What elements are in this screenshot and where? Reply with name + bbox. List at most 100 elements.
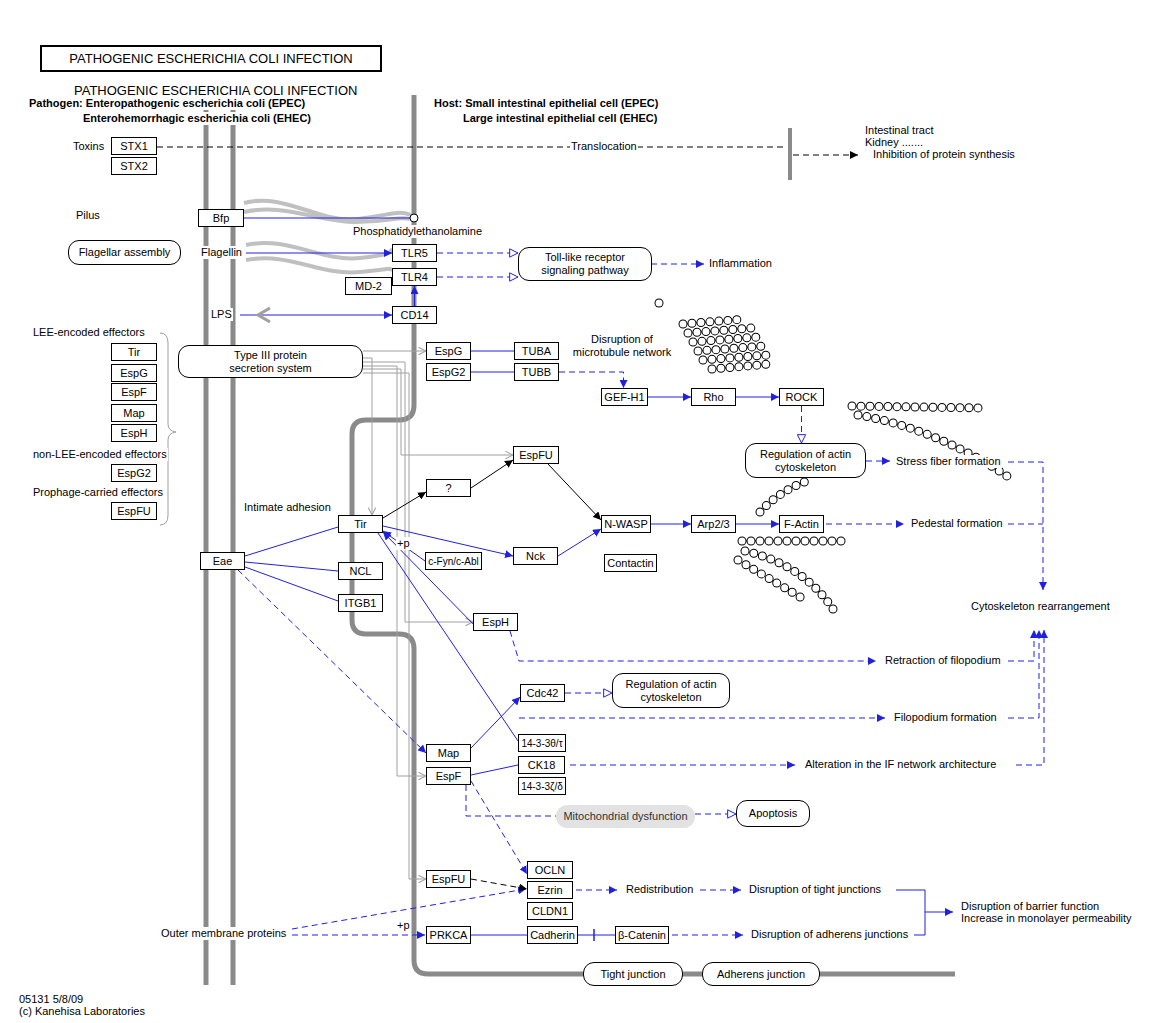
box-label: Tir [128, 346, 140, 359]
pathway-box: Tight junction [583, 962, 683, 986]
connector [801, 406, 802, 443]
box-label: EspH [121, 427, 148, 440]
gene-box: TUBA [514, 342, 559, 360]
box-label: TUBB [522, 366, 551, 379]
connector [565, 693, 612, 694]
box-label: Type III protein secretion system [221, 349, 321, 375]
annotation-label: Host: Small intestinal epithelial cell (… [433, 97, 659, 110]
gene-box: Rho [691, 388, 736, 406]
gene-box: TUBB [514, 363, 559, 381]
gene-box: NCL [338, 562, 383, 580]
gene-box: EspFU [426, 870, 471, 888]
translocation-arrow [793, 155, 858, 156]
box-label: CD14 [400, 309, 428, 322]
pathway-box: Type III protein secretion system [178, 345, 363, 378]
gene-box: Bfp [198, 209, 244, 227]
gene-box: EspH [111, 424, 157, 442]
connector [383, 532, 480, 631]
box-label: 14-3-3θ/τ [521, 737, 562, 750]
gene-box: TLR5 [392, 244, 437, 262]
annotation-label: Redistribution [625, 883, 694, 896]
gene-box: Tir [338, 515, 383, 533]
filament-beads [659, 303, 1010, 612]
gene-box: Contactin [604, 554, 657, 572]
annotation-label: +p [396, 919, 411, 932]
connector [578, 935, 615, 936]
pathway-box: Apoptosis [736, 800, 810, 827]
box-label: Regulation of actin cytoskeleton [758, 448, 854, 474]
connector [245, 567, 338, 601]
gene-box: Eae [200, 552, 245, 570]
pathway-box: Regulation of actin cytoskeleton [745, 443, 866, 478]
connector [648, 397, 691, 398]
box-label: CK18 [528, 759, 556, 772]
box-label: ROCK [786, 391, 818, 404]
box-label: Adherens junction [717, 968, 805, 981]
connector [238, 570, 426, 753]
annotation-label: Toxins [72, 140, 105, 153]
outcome-arrow [1008, 630, 1039, 718]
connector [471, 351, 514, 352]
outcome-arrow [576, 890, 617, 891]
gene-box: Map [111, 404, 157, 422]
annotation-label: Inflammation [708, 257, 773, 270]
process-patch: Mitochondrial dysfunction [556, 805, 695, 828]
box-label: Arp2/3 [697, 518, 729, 531]
translocation-line [157, 147, 787, 148]
gene-box: EspFU [513, 446, 559, 464]
annotation-label: Alteration in the IF network architectur… [804, 758, 997, 771]
gene-box: F-Actin [779, 515, 824, 533]
outcome-arrow [826, 524, 904, 525]
gene-box: CLDN1 [527, 902, 573, 920]
diagram-title: PATHOGENIC ESCHERICHIA COLI INFECTION [40, 45, 382, 72]
box-label: Mitochondrial dysfunction [563, 810, 687, 823]
box-label: CLDN1 [532, 905, 568, 918]
gene-box: N-WASP [601, 515, 651, 533]
annotation-label: Disruption of tight junctions [748, 883, 882, 896]
binding-arrow [240, 315, 392, 316]
annotation-label: Retraction of filopodium [884, 654, 1002, 667]
connector [363, 351, 426, 352]
connector [471, 460, 513, 488]
box-label: ? [445, 482, 451, 495]
annotation-label: Cytoskeleton rearrangement [970, 600, 1111, 613]
gene-box: EspG [111, 364, 157, 382]
box-label: EspG [435, 345, 463, 358]
pathway-box: Flagellar assembly [68, 240, 181, 265]
box-label: TLR5 [401, 247, 428, 260]
gene-box: EspF [426, 767, 471, 785]
annotation-label: Phosphatidylethanolamine [352, 225, 483, 238]
connector [471, 879, 527, 889]
connector [363, 358, 372, 515]
box-label: Apoptosis [749, 807, 797, 820]
annotation-label: Translocation [570, 140, 638, 153]
box-label: Map [123, 407, 144, 420]
connector [383, 531, 425, 561]
connector [437, 277, 518, 278]
gene-box: EspG2 [426, 363, 471, 381]
gene-box: GEF-H1 [601, 388, 648, 406]
outcome-arrow [866, 461, 890, 462]
gene-box: 14-3-3ζ/δ [518, 777, 566, 795]
lipid-dot [410, 214, 418, 222]
box-label: TLR4 [401, 271, 428, 284]
gene-box: 14-3-3θ/τ [518, 734, 566, 752]
outcome-line [1008, 524, 1043, 525]
gene-box: ? [426, 479, 471, 497]
box-label: EspH [482, 616, 509, 629]
effect-arrow [292, 935, 425, 936]
gene-box: c-Fyn/c-Abl [425, 552, 482, 570]
annotation-label: Increase in monolayer permeability [960, 912, 1133, 925]
gene-box: STX2 [111, 157, 157, 175]
pathogen-membrane [231, 97, 236, 985]
gene-box: Cdc42 [520, 684, 565, 702]
outcome-arrow [672, 935, 743, 936]
gene-box: Tir [111, 343, 157, 361]
annotation-label: LEE-encoded effectors [32, 326, 146, 339]
annotation-label: Inhibition of protein synthesis [872, 148, 1016, 161]
connector [363, 369, 513, 455]
annotation-label: (c) Kanehisa Laboratories [18, 1005, 146, 1018]
annotation-label: Outer membrane proteins [160, 927, 287, 940]
box-label: Cadherin [530, 929, 575, 942]
